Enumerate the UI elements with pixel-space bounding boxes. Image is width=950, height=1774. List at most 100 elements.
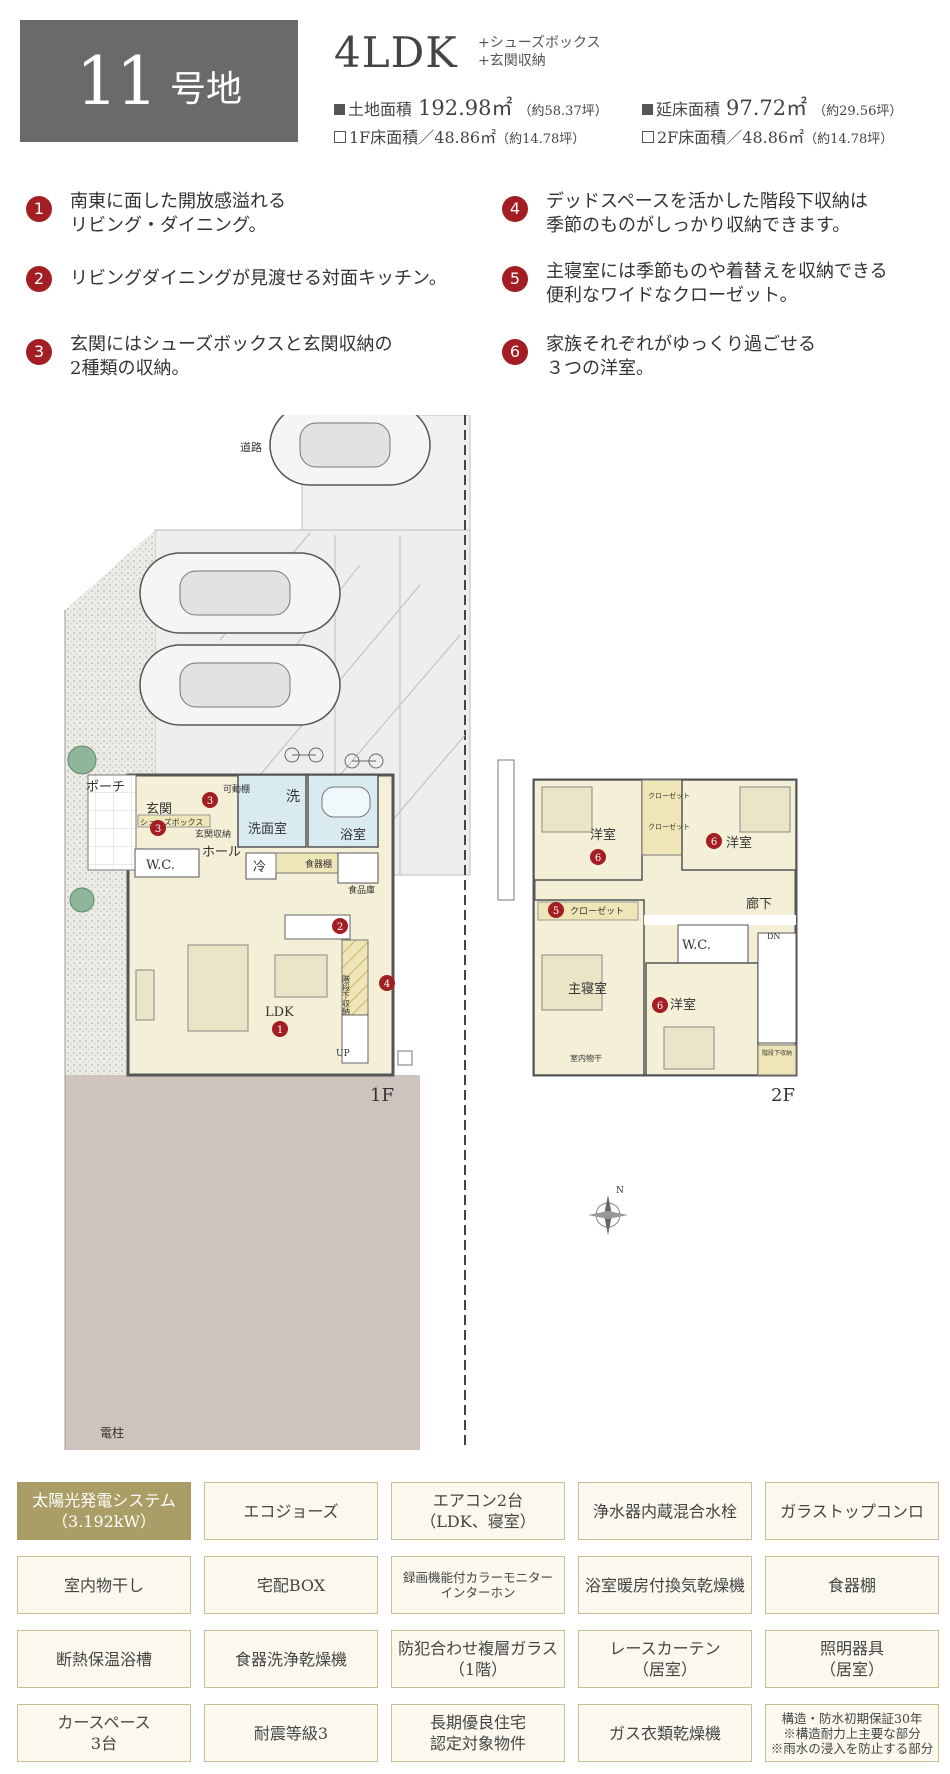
equipment-item: ガラストップコンロ xyxy=(765,1482,939,1540)
equipment-item-line: 照明器具 xyxy=(819,1639,884,1658)
equipment-item-line: ※雨水の浸入を防止する部分 xyxy=(770,1740,934,1756)
equipment-item-line: 防犯合わせ複層ガラス xyxy=(398,1639,558,1658)
layout-extra: +シューズボックス xyxy=(478,35,601,51)
porch-label: ポーチ xyxy=(86,780,125,795)
equipment-item: レースカーテン（居室） xyxy=(578,1630,752,1688)
dish-shelf-label: 食器棚 xyxy=(305,858,332,870)
floor1-area: 1F床面積／48.86㎡（約14.78坪） xyxy=(334,124,585,148)
fridge-label: 冷 xyxy=(253,860,266,875)
closet-label: クローゼット xyxy=(648,791,690,800)
pantry-label: 食品庫 xyxy=(348,884,375,896)
marker-4: 4 xyxy=(379,975,395,991)
layout-extra: +玄関収納 xyxy=(478,53,546,69)
equipment-item: 宅配BOX xyxy=(204,1556,378,1614)
marker-6: 6 xyxy=(652,997,668,1013)
svg-text:3: 3 xyxy=(207,796,213,807)
open-square-icon xyxy=(334,131,346,143)
equipment-item: 構造・防水初期保証30年※構造耐力上主要な部分※雨水の浸入を防止する部分 xyxy=(765,1704,939,1762)
feature-2: 2 リビングダイニングが見渡せる対面キッチン。 xyxy=(26,263,466,292)
svg-text:6: 6 xyxy=(657,1001,663,1012)
equipment-item-line: （LDK、寝室） xyxy=(420,1512,536,1531)
bathroom-label: 浴室 xyxy=(340,827,366,843)
floor1-label: 1F xyxy=(370,1085,394,1106)
svg-text:5: 5 xyxy=(553,906,559,917)
layout-extras: +シューズボックス +玄関収納 xyxy=(478,34,601,70)
shoebox-label: シューズボックス xyxy=(140,817,203,827)
equipment-item-line: インターホン xyxy=(440,1585,516,1600)
understair-label: 階段下収納 xyxy=(342,974,351,1016)
equipment-item-line: 食器洗浄乾燥機 xyxy=(234,1649,347,1669)
floor-plan: 道路 道路 電柱 ポーチ 玄関 可動棚 玄関収納 シューズボックス ホール 洗面… xyxy=(64,415,798,1450)
site xyxy=(64,415,471,1450)
equipment-item: 浄水器内蔵混合水栓 xyxy=(578,1482,752,1540)
equipment-item: 食器洗浄乾燥機 xyxy=(204,1630,378,1688)
equipment-item-line: （居室） xyxy=(632,1660,697,1679)
filled-square-icon xyxy=(334,104,345,115)
svg-text:4: 4 xyxy=(384,979,390,990)
compass-n-label: N xyxy=(616,1186,624,1196)
closet-wide-label: クローゼット xyxy=(570,905,624,917)
equipment-item: 照明器具（居室） xyxy=(765,1630,939,1688)
room-western-label: 洋室 xyxy=(670,997,696,1013)
equipment-item: 室内物干し xyxy=(17,1556,191,1614)
marker-3: 3 xyxy=(202,792,218,808)
feature-5: 5 主寝室には季節ものや着替えを収納できる便利なワイドなクローゼット。 xyxy=(502,260,942,308)
equipment-item-line: 食器棚 xyxy=(827,1575,876,1595)
equipment-item-line: 耐震等級3 xyxy=(253,1723,329,1743)
equipment-item-line: （3.192kW） xyxy=(52,1512,156,1531)
marker-3: 3 xyxy=(150,820,166,836)
ldk-label: LDK xyxy=(265,1005,294,1020)
hall-label: ホール xyxy=(202,845,241,860)
indoor-dry-label: 室内物干 xyxy=(570,1053,602,1063)
filled-square-icon xyxy=(642,104,653,115)
equipment-item-line: 構造・防水初期保証30年 xyxy=(781,1710,923,1726)
room-western-label: 洋室 xyxy=(726,835,752,851)
marker-6: 6 xyxy=(590,849,606,865)
equipment-item-line: ガラストップコンロ xyxy=(780,1501,924,1521)
floor2-label: 2F xyxy=(771,1085,795,1106)
equipment-item-line: 断熱保温浴槽 xyxy=(55,1649,152,1669)
master-bedroom-label: 主寝室 xyxy=(568,981,607,997)
equipment-item-line: 録画機能付カラーモニター xyxy=(402,1570,553,1585)
floor2-area: 2F床面積／48.86㎡（約14.78坪） xyxy=(642,124,893,148)
equipment-item-line: 室内物干し xyxy=(63,1575,144,1595)
lot-suffix: 号地 xyxy=(169,69,242,110)
entrance-storage-label: 玄関収納 xyxy=(195,828,231,840)
tree-icon xyxy=(67,745,97,775)
closet-label: クローゼット xyxy=(648,822,690,831)
room-western-label: 洋室 xyxy=(590,827,616,843)
svg-text:3: 3 xyxy=(155,824,161,835)
car-icon xyxy=(139,644,341,726)
bicycle-icon xyxy=(284,747,384,769)
car-icon xyxy=(269,415,431,486)
road-label-top: 道路 xyxy=(240,440,262,454)
equipment-item-line: エコジョーズ xyxy=(243,1501,339,1521)
equipment-item-line: 浴室暖房付換気乾燥機 xyxy=(584,1575,745,1595)
equipment-item-line: 浄水器内蔵混合水栓 xyxy=(592,1501,737,1521)
wc-label-2f: W.C. xyxy=(682,938,711,953)
lot-badge: 11 号地 xyxy=(20,20,298,142)
movable-shelf-label: 可動棚 xyxy=(223,783,250,795)
equipment-item-line: 認定対象物件 xyxy=(429,1734,526,1753)
dn-label: DN xyxy=(767,932,780,941)
equipment-item: 防犯合わせ複層ガラス （1階） xyxy=(391,1630,565,1688)
equipment-item-line: 長期優良住宅 xyxy=(429,1713,526,1732)
floor1-plan xyxy=(87,773,413,1077)
tree-icon xyxy=(69,887,95,913)
feature-4: 4 デッドスペースを活かした階段下収納は季節のものがしっかり収納できます。 xyxy=(502,190,942,238)
equipment-item: 太陽光発電システム（3.192kW） xyxy=(17,1482,191,1540)
equipment-item: 耐震等級3 xyxy=(204,1704,378,1762)
equipment-item-line: ※構造耐力上主要な部分 xyxy=(783,1725,921,1741)
floor2-plan xyxy=(497,759,798,1077)
marker-6: 6 xyxy=(706,833,722,849)
compass-icon xyxy=(588,1195,628,1235)
equipment-item: ガス衣類乾燥機 xyxy=(578,1704,752,1762)
equipment-item-line: （1階） xyxy=(448,1660,508,1679)
equipment-item: 長期優良住宅認定対象物件 xyxy=(391,1704,565,1762)
equipment-item: 浴室暖房付換気乾燥機 xyxy=(578,1556,752,1614)
up-label: UP xyxy=(336,1049,350,1059)
